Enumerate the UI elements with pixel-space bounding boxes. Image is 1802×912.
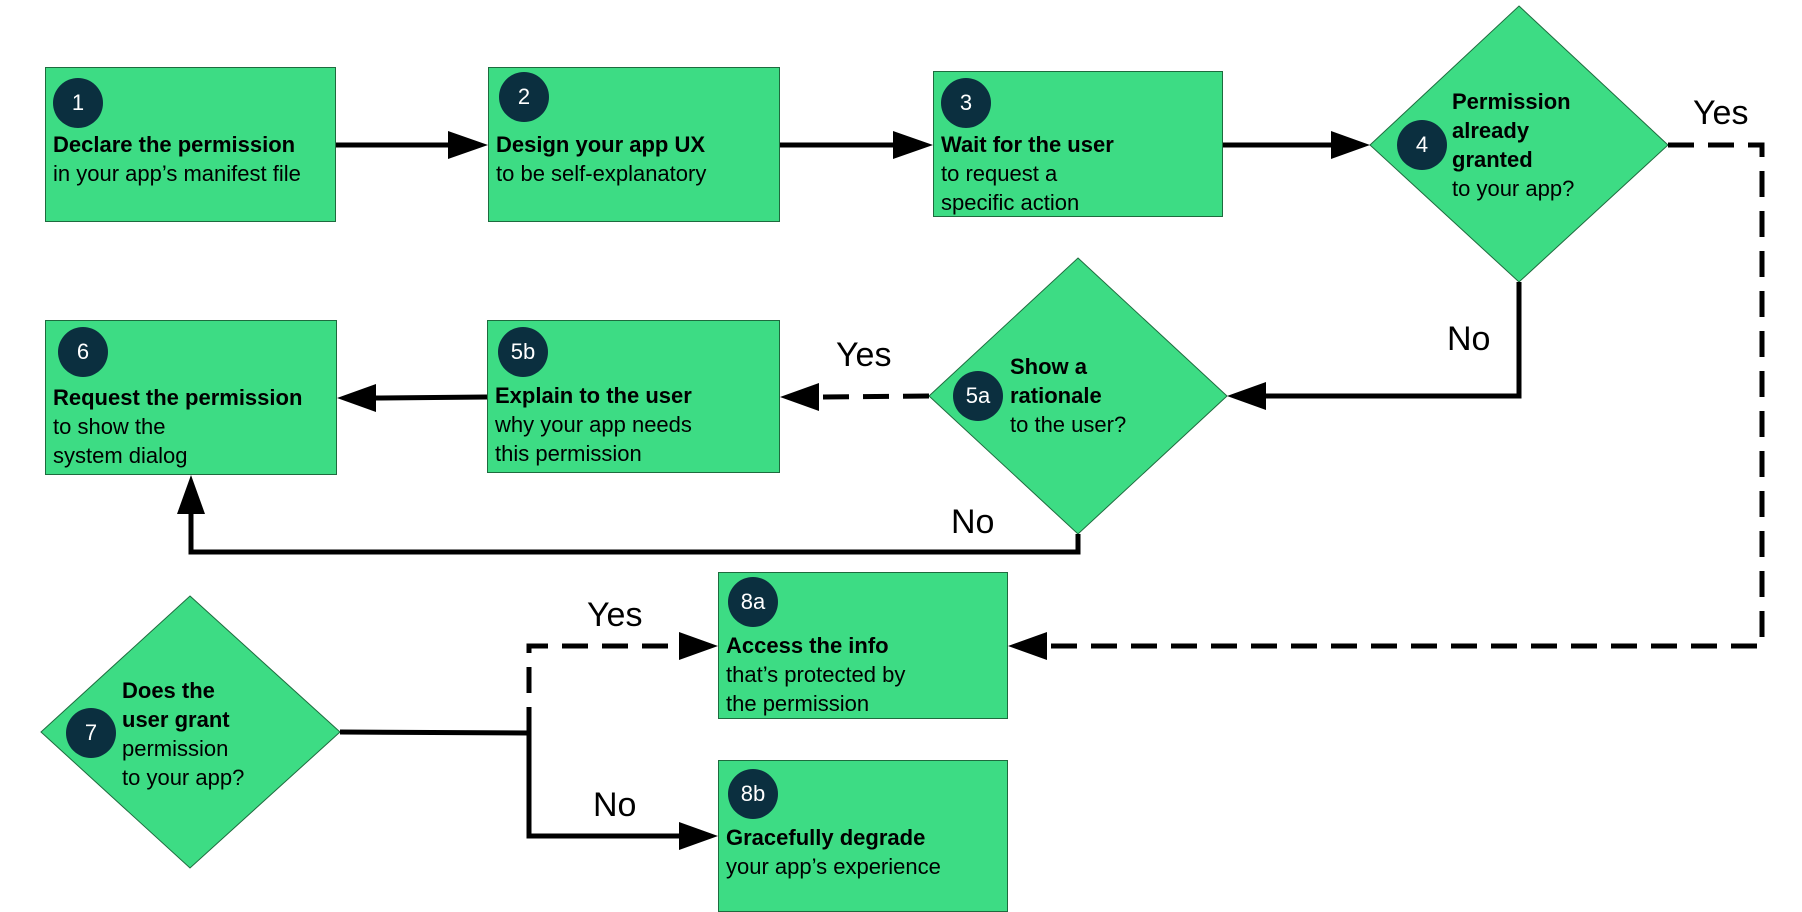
step-5a-subtitle: to the user?	[1010, 412, 1127, 437]
step-8b-badge: 8b	[728, 769, 778, 819]
step-6-subtitle: to show the system dialog	[53, 414, 188, 468]
step-5a-badge: 5a	[953, 371, 1003, 421]
step-4-label: Permission already granted to your app?	[1452, 87, 1632, 203]
step-5b-badge: 5b	[498, 327, 548, 377]
step-1-title: Declare the permission	[53, 132, 296, 157]
step-1-badge: 1	[53, 78, 103, 128]
step-8a-badge: 8a	[728, 577, 778, 627]
arrowhead-7-yes	[679, 632, 718, 660]
edge-4-yes-label: Yes	[1693, 94, 1749, 132]
step-4-badge: 4	[1397, 120, 1447, 170]
step-8a-title: Access the info	[726, 633, 889, 658]
step-3-badge: 3	[941, 78, 991, 128]
arrowhead-2-to-3	[893, 131, 933, 159]
arrowhead-1-to-2	[448, 131, 488, 159]
step-7-title: Does the user grant	[122, 678, 230, 732]
step-7-label: Does the user grant permission to your a…	[122, 676, 292, 792]
step-5a-label: Show a rationale to the user?	[1010, 352, 1180, 439]
edge-4-no	[1266, 282, 1522, 399]
arrowhead-7-no	[679, 822, 718, 850]
edge-7-yes-label: Yes	[587, 596, 643, 634]
edge-5a-yes	[818, 393, 930, 400]
step-6-title: Request the permission	[53, 385, 303, 410]
edge-5a-no-label: No	[951, 503, 995, 541]
step-3-subtitle: to request a specific action	[941, 161, 1080, 215]
step-1-box: 1 Declare the permission in your app’s m…	[45, 67, 336, 222]
arrowhead-5a-no	[177, 475, 205, 514]
edge-5b-to-6	[375, 394, 488, 401]
edge-7-yes	[526, 643, 679, 733]
edge-7-no-label: No	[593, 786, 637, 824]
arrowhead-4-yes	[1008, 632, 1047, 660]
step-8b-subtitle: your app’s experience	[726, 854, 941, 879]
step-8a-subtitle: that’s protected by the permission	[726, 662, 906, 716]
step-7-badge: 7	[66, 708, 116, 758]
step-1-subtitle: in your app’s manifest file	[53, 161, 301, 186]
edge-5a-no	[188, 514, 1081, 555]
step-8b-box: 8b Gracefully degrade your app’s experie…	[718, 760, 1008, 912]
step-2-subtitle: to be self-explanatory	[496, 161, 707, 186]
arrowhead-5b-to-6	[337, 384, 376, 412]
step-6-box: 6 Request the permission to show the sys…	[45, 320, 337, 475]
step-5b-subtitle: why your app needs this permission	[495, 412, 692, 466]
edge-4-yes	[1047, 142, 1765, 649]
arrowhead-4-no	[1227, 382, 1266, 410]
step-3-box: 3 Wait for the user to request a specifi…	[933, 71, 1223, 217]
step-2-badge: 2	[499, 72, 549, 122]
edge-7-out	[339, 729, 679, 839]
edge-5a-yes-label: Yes	[836, 336, 892, 374]
decision-7-shape	[40, 595, 341, 869]
step-2-title: Design your app UX	[496, 132, 706, 157]
step-8b-title: Gracefully degrade	[726, 825, 926, 850]
edge-4-no-label: No	[1447, 320, 1491, 358]
arrowhead-5a-yes	[780, 383, 819, 411]
arrowhead-3-to-4	[1331, 131, 1370, 159]
step-4-subtitle: to your app?	[1452, 176, 1575, 201]
step-2-box: 2 Design your app UX to be self-explanat…	[488, 67, 780, 222]
step-5b-title: Explain to the user	[495, 383, 692, 408]
step-4-title: Permission already granted	[1452, 89, 1571, 172]
step-5b-box: 5b Explain to the user why your app need…	[487, 320, 780, 473]
step-5a-title: Show a rationale	[1010, 354, 1102, 408]
step-7-subtitle: permission to your app?	[122, 736, 245, 790]
step-3-title: Wait for the user	[941, 132, 1114, 157]
step-6-badge: 6	[58, 327, 108, 377]
step-8a-box: 8a Access the info that’s protected by t…	[718, 572, 1008, 719]
